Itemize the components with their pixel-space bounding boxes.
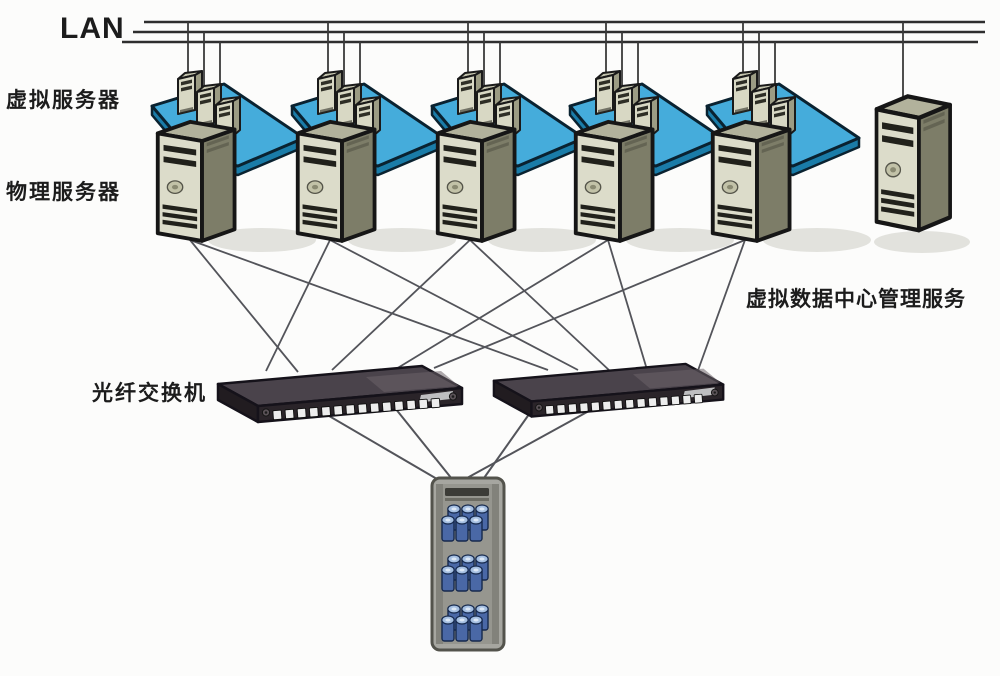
server-group-3 <box>432 71 596 252</box>
server-group-2 <box>292 71 456 252</box>
management-service-label: 虚拟数据中心管理服务 <box>746 288 966 311</box>
fiber-switch-left <box>216 364 464 424</box>
lan-drop-lines <box>187 22 904 108</box>
shadow <box>874 231 970 253</box>
management-server-icon <box>877 96 951 230</box>
physical-servers-label: 物理服务器 <box>6 181 121 204</box>
san-link-lines <box>189 239 746 377</box>
server-group-1 <box>152 71 316 252</box>
storage-array <box>432 478 504 650</box>
server-group-4 <box>570 71 734 252</box>
lan-bus-lines <box>122 20 985 44</box>
virtual-servers-label: 虚拟服务器 <box>6 89 121 112</box>
fiber-switch-label: 光纤交换机 <box>92 382 207 405</box>
lan-label: LAN <box>60 12 125 45</box>
server-group-5 <box>707 71 871 252</box>
fiber-switch-right <box>492 362 725 418</box>
